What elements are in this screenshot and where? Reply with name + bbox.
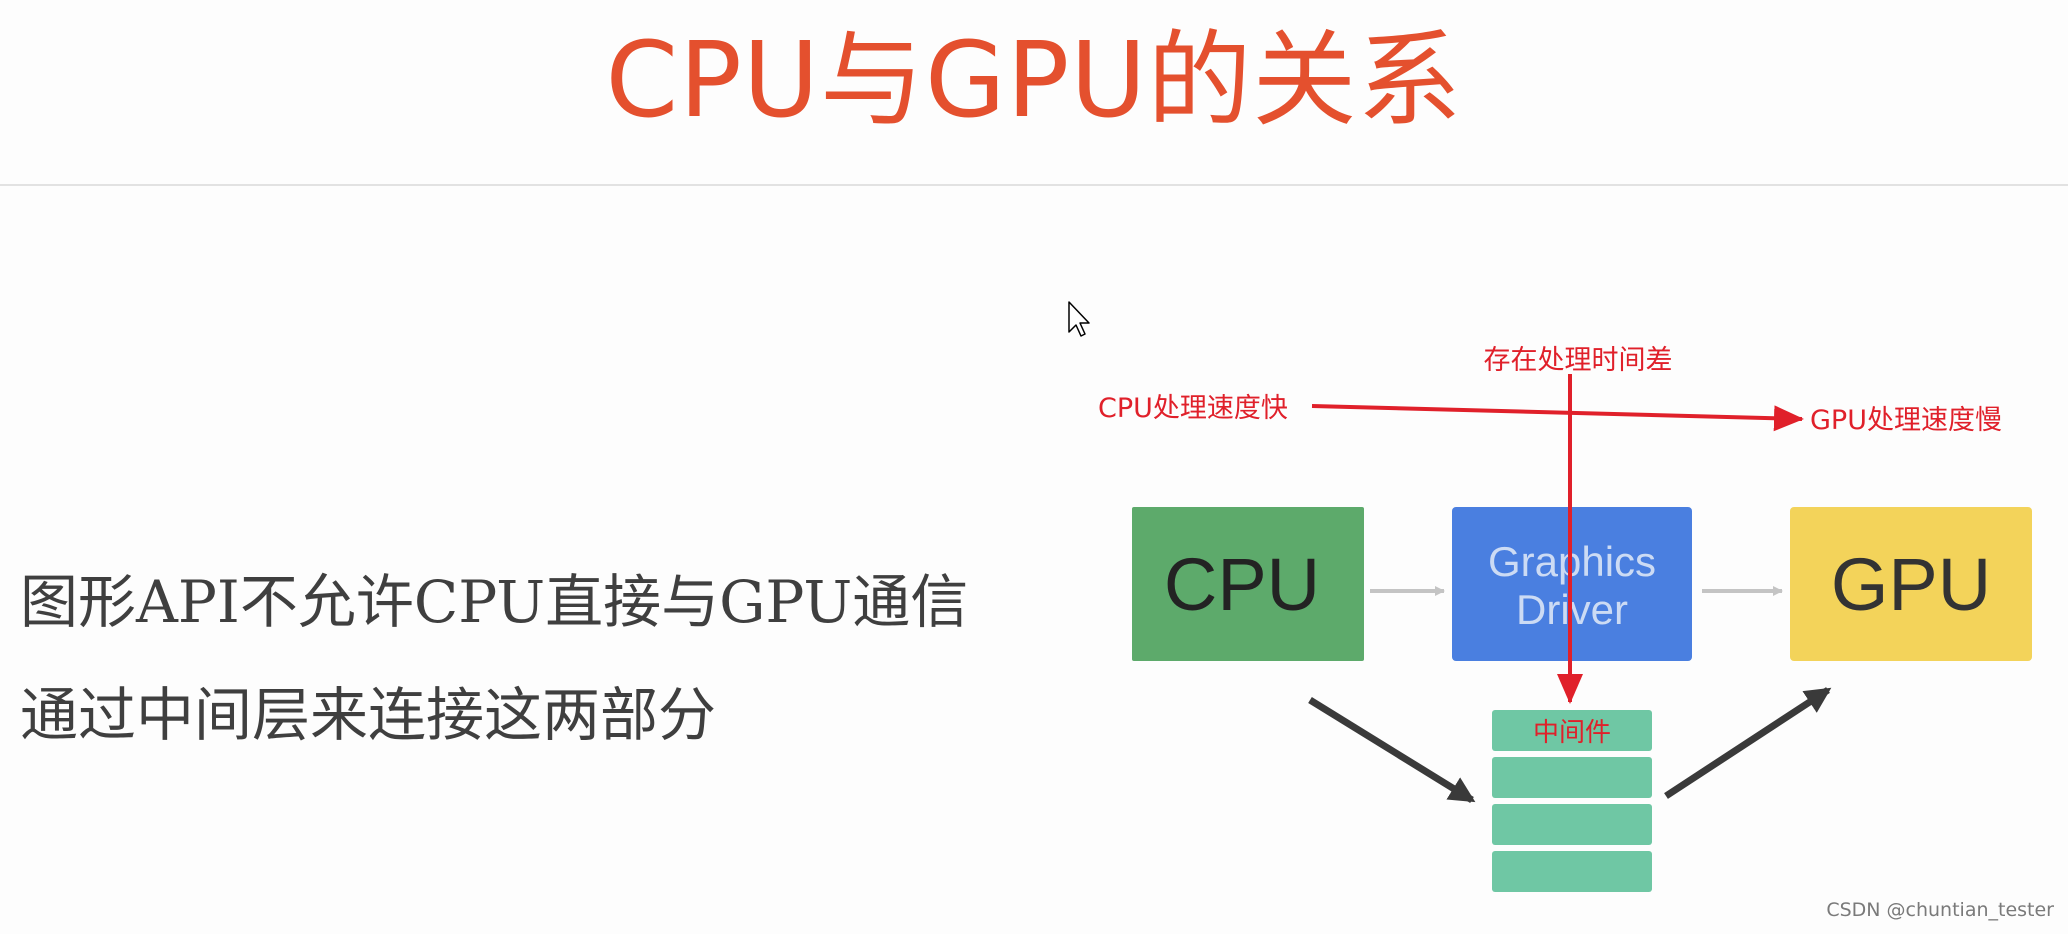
cpu-box-label: CPU <box>1164 543 1320 626</box>
middleware-block-1 <box>1492 710 1652 751</box>
middleware-block-4 <box>1492 851 1652 892</box>
speed-difference-arrow <box>1311 404 1804 432</box>
watermark: CSDN @chuntian_tester <box>1826 899 2054 921</box>
page-title: CPU与GPU的关系 <box>605 19 1463 141</box>
middleware-block-3 <box>1492 804 1652 845</box>
body-text-line-2: 通过中间层来连接这两部分 <box>20 681 717 749</box>
cpu-to-middleware-arrow <box>1308 697 1476 803</box>
title-divider <box>0 184 2068 186</box>
gpu-box-label: GPU <box>1831 543 1991 626</box>
middleware-to-gpu-arrow <box>1664 687 1832 799</box>
middleware-label: 中间件 <box>1533 718 1611 748</box>
gpu-box <box>1790 507 2032 661</box>
body-text-line-1: 图形API不允许CPU直接与GPU通信 <box>20 568 969 636</box>
gpu-speed-annotation: GPU处理速度慢 <box>1810 405 2002 436</box>
mouse-cursor-icon <box>1068 301 1090 337</box>
graphics-driver-label-line-2: Driver <box>1516 586 1628 633</box>
cpu-box <box>1132 507 1364 661</box>
time-gap-annotation: 存在处理时间差 <box>1484 345 1673 376</box>
middleware-block-2 <box>1492 757 1652 798</box>
cpu-speed-annotation: CPU处理速度快 <box>1098 393 1288 424</box>
